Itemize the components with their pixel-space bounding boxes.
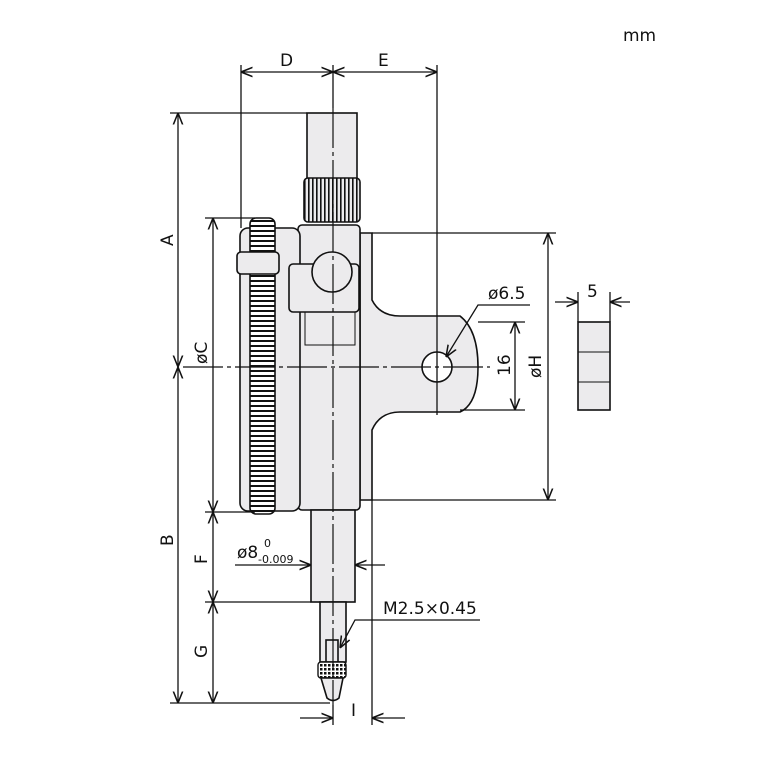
dim-I-label: I (351, 701, 356, 721)
dim-F-label: F (192, 554, 212, 564)
extension-lines (170, 65, 611, 725)
adjust-knob (311, 251, 353, 293)
units-label: mm (623, 26, 656, 46)
contact-tip (319, 677, 344, 702)
contact-point-knurl (317, 661, 347, 679)
clamp-slot (304, 311, 356, 346)
dim-G-label: G (192, 645, 212, 658)
stem-tol-upper: 0 (264, 537, 271, 550)
hole-diameter-label: ø6.5 (488, 284, 525, 304)
thread-label: M2.5×0.45 (383, 599, 477, 619)
dim-H-label: øH (526, 355, 546, 378)
stem-tol-lower: -0.009 (258, 553, 293, 566)
dim-16-label: 16 (495, 354, 515, 376)
dim-C-label: øC (192, 342, 212, 364)
indicator-body (236, 112, 479, 702)
knurled-collar (303, 177, 361, 223)
dim-B-label: B (158, 534, 178, 546)
bezel-knurl (249, 217, 276, 515)
dimension-lines (178, 72, 630, 718)
dim-A-label: A (158, 234, 178, 246)
thread-leader (340, 619, 480, 648)
dim-D-label: D (280, 51, 293, 71)
hole-leader (446, 304, 530, 357)
lug-thickness-label: 5 (587, 282, 598, 302)
top-cap (306, 112, 358, 184)
limit-clip (236, 251, 280, 275)
dim-E-label: E (378, 51, 389, 71)
contact-thread (325, 639, 339, 663)
lug-side-view (577, 321, 611, 411)
stem-diameter-label: ø8 (237, 543, 258, 563)
